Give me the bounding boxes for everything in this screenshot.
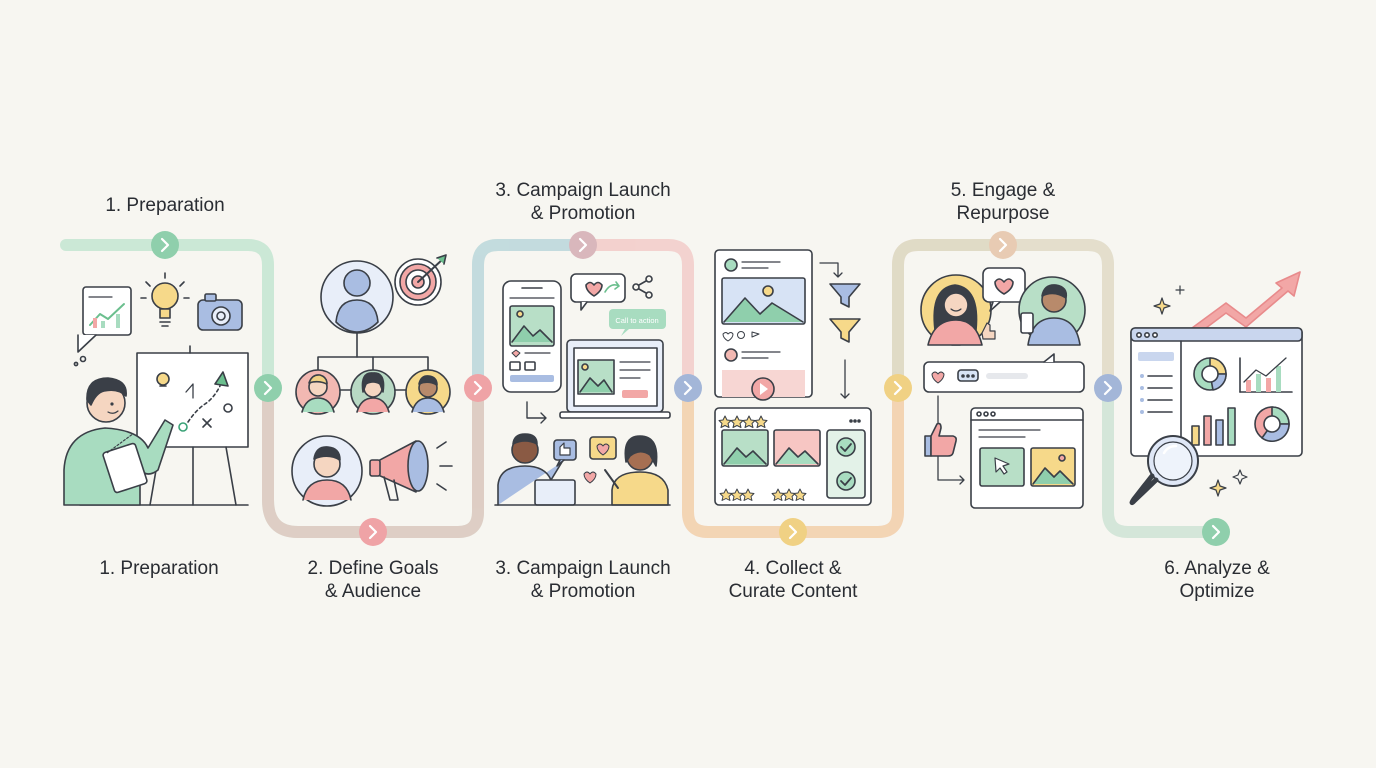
browser-card bbox=[970, 407, 1084, 509]
stage3-illustration bbox=[494, 273, 671, 506]
chevron-right-icon bbox=[779, 518, 807, 546]
trend-arrow-icon bbox=[1191, 271, 1301, 335]
avatar bbox=[291, 435, 363, 507]
step2-label: 2. Define Goals & Audience bbox=[307, 558, 439, 602]
share-icon bbox=[632, 275, 653, 299]
chevron-right-icon bbox=[1202, 518, 1230, 546]
step6-label: 6. Analyze & Optimize bbox=[1164, 558, 1270, 602]
sparkle-icon bbox=[1153, 285, 1248, 497]
magnifier-icon bbox=[1129, 435, 1199, 506]
play-icon bbox=[751, 377, 775, 401]
chevron-right-icon bbox=[674, 374, 702, 402]
dashboard-window bbox=[1130, 327, 1303, 457]
star-icon bbox=[719, 488, 807, 501]
avatar bbox=[295, 369, 341, 415]
chevron-right-icon bbox=[1094, 374, 1122, 402]
laptop-icon bbox=[559, 339, 671, 419]
happy-man bbox=[1018, 276, 1086, 346]
heart-icon bbox=[589, 436, 617, 460]
step4-label: 4. Collect & Curate Content bbox=[728, 558, 858, 602]
camera-icon bbox=[197, 293, 243, 331]
cta-bubble bbox=[609, 309, 666, 336]
step1-label: 1. Preparation bbox=[99, 558, 219, 579]
megaphone-icon bbox=[369, 440, 453, 501]
chevron-right-icon bbox=[151, 231, 179, 259]
phone-icon bbox=[502, 280, 562, 393]
stage2-illustration bbox=[291, 254, 453, 507]
step3-label: 3. Campaign Launch & Promotion bbox=[495, 558, 671, 602]
step3-top-label: 3. Campaign Launch & Promotion bbox=[495, 180, 671, 224]
step1-top-label: 1. Preparation bbox=[105, 195, 225, 216]
comment-bar bbox=[923, 353, 1085, 393]
heart-icon bbox=[982, 267, 1026, 312]
funnel-icon bbox=[819, 262, 861, 399]
lightbulb-icon bbox=[140, 272, 190, 327]
stage5-illustration bbox=[920, 267, 1086, 509]
people-engaging bbox=[494, 433, 671, 506]
step5-top-label: 5. Engage & Repurpose bbox=[950, 180, 1056, 224]
chevron-right-icon bbox=[359, 518, 387, 546]
check-icon bbox=[836, 437, 856, 491]
stage6-illustration bbox=[1129, 271, 1303, 506]
person-icon bbox=[320, 260, 394, 334]
feed-card bbox=[714, 249, 813, 401]
target-icon bbox=[394, 254, 447, 306]
chevron-markers bbox=[151, 231, 1230, 546]
presenter-person bbox=[63, 377, 174, 506]
stage1-illustration bbox=[63, 272, 249, 506]
chevron-right-icon bbox=[569, 231, 597, 259]
chart-icon bbox=[73, 286, 132, 367]
star-icon bbox=[718, 415, 768, 428]
thumbs-up-icon bbox=[553, 439, 577, 467]
avatar bbox=[405, 369, 451, 415]
chevron-right-icon bbox=[254, 374, 282, 402]
avatar bbox=[350, 369, 396, 415]
whiteboard bbox=[79, 345, 249, 506]
chevron-right-icon bbox=[464, 374, 492, 402]
cta-text: Call to action bbox=[615, 316, 658, 325]
stage4-illustration bbox=[714, 249, 872, 506]
heart-icon bbox=[570, 273, 626, 311]
chevron-right-icon bbox=[884, 374, 912, 402]
thumbs-up-icon bbox=[924, 422, 957, 457]
chevron-right-icon bbox=[989, 231, 1017, 259]
curation-card bbox=[714, 407, 872, 506]
